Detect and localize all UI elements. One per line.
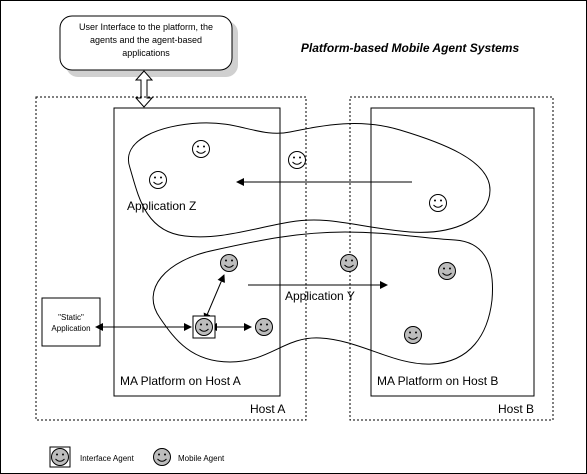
application-y-blob [152, 231, 494, 365]
white-agent-icon [192, 140, 210, 158]
static-application: "Static" Application [41, 297, 101, 347]
legend-mobile-agent-label: Mobile Agent [178, 454, 225, 463]
mobile-agent-icon [255, 318, 273, 336]
interface-to-upper-mobile-arrow [203, 274, 225, 322]
application-y-label: Application Y [285, 289, 355, 303]
host-b-label: Host B [498, 402, 534, 416]
ui-box-line-1: User Interface to the platform, the [79, 22, 213, 32]
legend: Interface Agent Mobile Agent [49, 446, 225, 468]
legend-interface-agent-label: Interface Agent [80, 454, 135, 463]
white-agent-icon [288, 151, 306, 169]
static-application-box [41, 297, 101, 347]
platform-b-label: MA Platform on Host B [377, 374, 498, 388]
ui-box-line-3: applications [122, 48, 170, 58]
host-a-label: Host A [250, 402, 285, 416]
static-application-line-1: "Static" [58, 313, 84, 322]
mobile-agent-icon [340, 254, 358, 272]
ui-connector-arrow [134, 70, 154, 108]
application-z-blob [127, 122, 491, 238]
white-agent-icon [429, 194, 447, 212]
host-a-box [35, 96, 307, 421]
platform-a-label: MA Platform on Host A [120, 374, 241, 388]
application-z-label: Application Z [127, 199, 196, 213]
ui-box-line-2: agents and the agent-based [90, 35, 202, 45]
user-interface-box: User Interface to the platform, the agen… [59, 15, 238, 77]
platform-a-box [113, 107, 281, 397]
mobile-agent-icon [438, 262, 456, 280]
legend-interface-agent-icon [51, 448, 69, 466]
static-application-line-2: Application [51, 324, 90, 333]
interface-agent-icon [195, 318, 213, 336]
host-b-box [349, 96, 554, 421]
interface-agent [192, 315, 216, 339]
mobile-agent-icon [220, 254, 238, 272]
platform-b-box [370, 107, 535, 397]
ui-box [59, 15, 233, 71]
legend-mobile-agent-icon [153, 448, 171, 466]
mobile-agent-icon [404, 326, 422, 344]
diagram-title: Platform-based Mobile Agent Systems [301, 41, 520, 55]
white-agent-icon [149, 171, 167, 189]
